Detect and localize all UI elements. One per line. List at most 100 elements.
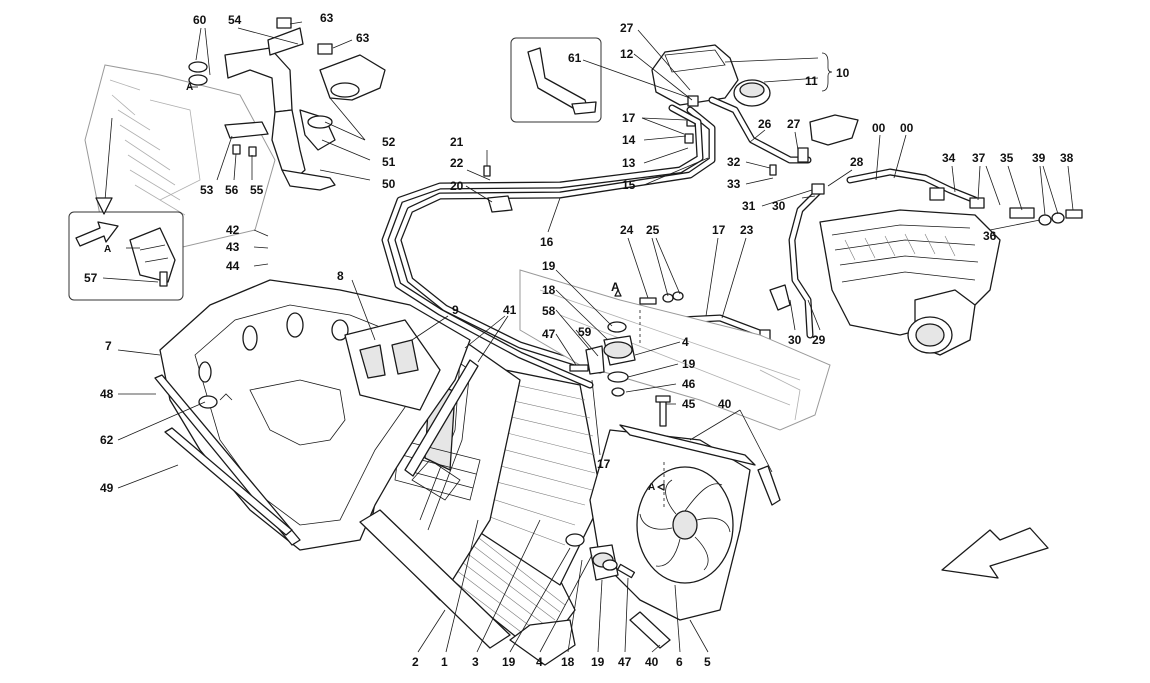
callout-56: 56 <box>225 183 239 197</box>
callout-a-mount: A <box>611 280 620 294</box>
callout-63a: 63 <box>320 11 334 25</box>
callout-31: 31 <box>742 199 756 213</box>
callout-41: 41 <box>503 303 517 317</box>
callout-61: 61 <box>568 51 582 65</box>
callout-47a: 47 <box>542 327 556 341</box>
callout-16: 16 <box>540 235 554 249</box>
detail-view-box-a <box>68 211 184 301</box>
callout-39: 39 <box>1032 151 1046 165</box>
callout-15: 15 <box>622 178 636 192</box>
callout-20: 20 <box>450 179 464 193</box>
callout-00b: 00 <box>900 121 914 135</box>
expansion-tank-assembly <box>651 44 771 144</box>
callout-52: 52 <box>382 135 396 149</box>
callout-32: 32 <box>727 155 741 169</box>
direction-arrow-icon <box>941 527 1049 579</box>
pointer-arrow-icon <box>657 483 665 491</box>
callout-labels: 60 54 63 63 A 52 51 50 53 56 55 42 43 44… <box>84 11 1074 669</box>
callout-34: 34 <box>942 151 956 165</box>
callout-12: 12 <box>620 47 634 61</box>
callout-9: 9 <box>452 303 459 317</box>
callout-5: 5 <box>704 655 711 669</box>
detail-pointer-arrow <box>95 197 113 215</box>
seal-strip-49 <box>164 427 293 536</box>
mount-bushings-lower <box>565 533 636 581</box>
callout-51: 51 <box>382 155 396 169</box>
callout-19c: 19 <box>502 655 516 669</box>
callout-7: 7 <box>105 339 112 353</box>
callout-30b: 30 <box>788 333 802 347</box>
callout-46: 46 <box>682 377 696 391</box>
callout-21: 21 <box>450 135 464 149</box>
callout-44: 44 <box>226 259 240 273</box>
callout-26: 26 <box>758 117 772 131</box>
clip-31 <box>811 183 825 195</box>
callout-27a: 27 <box>620 21 634 35</box>
callout-60: 60 <box>193 13 207 27</box>
callout-58: 58 <box>542 304 556 318</box>
connector-27 <box>797 147 809 163</box>
callout-19b: 19 <box>682 357 696 371</box>
upper-left-hose-assembly <box>188 17 386 191</box>
callout-27b: 27 <box>787 117 801 131</box>
clamp-34 <box>929 187 945 201</box>
fan-6 <box>636 466 734 584</box>
callout-45: 45 <box>682 397 696 411</box>
sleeve-37 <box>969 197 985 209</box>
callout-30a: 30 <box>772 199 786 213</box>
callout-36: 36 <box>983 229 997 243</box>
callout-6: 6 <box>676 655 683 669</box>
callout-33: 33 <box>727 177 741 191</box>
pipe-clamp-20 <box>487 195 513 213</box>
callout-62: 62 <box>100 433 114 447</box>
callout-48: 48 <box>100 387 114 401</box>
callout-17a: 17 <box>622 111 636 125</box>
callout-53: 53 <box>200 183 214 197</box>
callout-a-fan: A <box>648 482 655 493</box>
ghost-mounting-frame <box>519 269 831 431</box>
callout-4a: 4 <box>682 335 689 349</box>
bracket-detail-box <box>510 37 602 123</box>
callout-50: 50 <box>382 177 396 191</box>
callout-22: 22 <box>450 156 464 170</box>
callout-19d: 19 <box>591 655 605 669</box>
callout-17b: 17 <box>712 223 726 237</box>
fan-frame-40 <box>619 424 781 649</box>
up-arrow-icon <box>614 289 622 297</box>
leader-lines <box>102 21 1074 653</box>
callout-28: 28 <box>850 155 864 169</box>
callout-29: 29 <box>812 333 826 347</box>
valve-block <box>809 114 859 146</box>
callout-35: 35 <box>1000 151 1014 165</box>
bolt-38 <box>1065 209 1083 219</box>
callout-42: 42 <box>226 223 240 237</box>
callout-63b: 63 <box>356 31 370 45</box>
callout-4b: 4 <box>536 655 543 669</box>
detail-pointer-line <box>103 117 113 213</box>
lower-guard <box>359 509 511 649</box>
callout-00a: 00 <box>872 121 886 135</box>
callout-17c: 17 <box>597 457 611 471</box>
callout-40b: 40 <box>645 655 659 669</box>
bracket-brace-icon <box>821 52 833 92</box>
callout-2: 2 <box>412 655 419 669</box>
callout-10: 10 <box>836 66 850 80</box>
washer-39a <box>1038 214 1052 226</box>
radiator-mount <box>569 291 684 427</box>
radiator-bracket-41 <box>404 359 479 477</box>
engine-manifold <box>819 209 1001 356</box>
callout-a-detail: A <box>104 244 111 255</box>
callout-24: 24 <box>620 223 634 237</box>
callout-14: 14 <box>622 133 636 147</box>
callout-11: 11 <box>805 74 818 88</box>
callout-43: 43 <box>226 240 240 254</box>
callout-57: 57 <box>84 271 98 285</box>
callout-25: 25 <box>646 223 660 237</box>
callout-54: 54 <box>228 13 242 27</box>
callout-19a: 19 <box>542 259 556 273</box>
callout-49: 49 <box>100 481 114 495</box>
callout-8: 8 <box>337 269 344 283</box>
callout-47b: 47 <box>618 655 632 669</box>
callout-a-top: A <box>186 82 193 93</box>
